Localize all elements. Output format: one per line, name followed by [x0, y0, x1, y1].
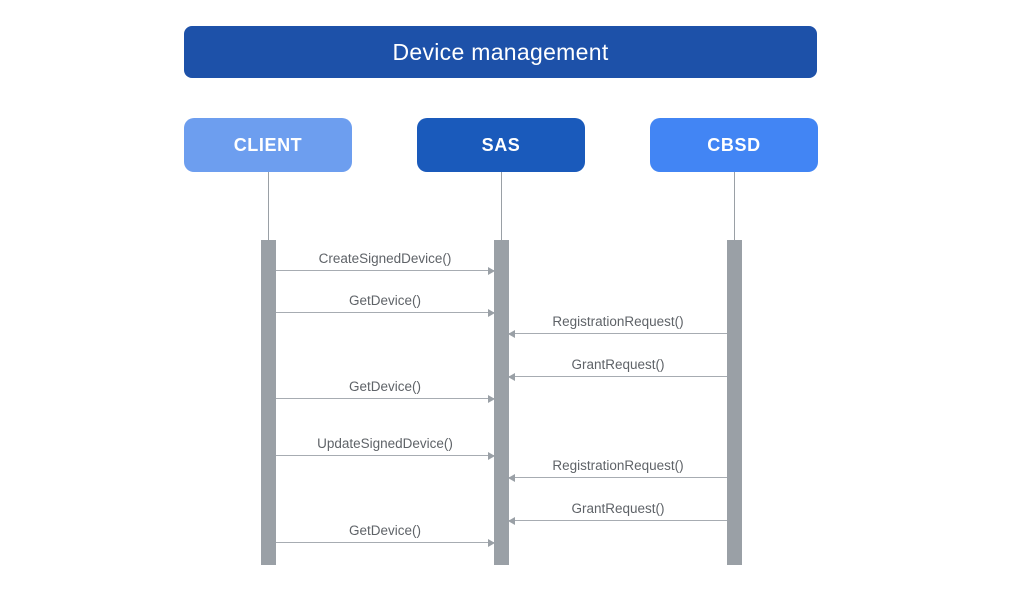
arrowhead-icon [508, 330, 515, 338]
message-arrow [276, 539, 495, 547]
message-get-device-1: GetDevice() [276, 293, 495, 317]
message-arrow [276, 309, 495, 317]
message-get-device-3: GetDevice() [276, 523, 495, 547]
message-arrow [508, 330, 727, 338]
message-label: GrantRequest() [571, 501, 665, 516]
message-registration-request-1: RegistrationRequest() [508, 314, 727, 338]
actor-sas: SAS [417, 118, 585, 172]
actor-sas-label: SAS [481, 134, 521, 155]
arrowhead-icon [488, 395, 495, 403]
message-arrow [276, 395, 495, 403]
message-label: GrantRequest() [571, 357, 665, 372]
message-arrow [508, 474, 727, 482]
activation-bar-client [261, 240, 276, 565]
message-get-device-2: GetDevice() [276, 379, 495, 403]
message-label: GetDevice() [348, 379, 421, 394]
message-label: RegistrationRequest() [552, 458, 684, 473]
diagram-title-bar: Device management [184, 26, 817, 78]
actor-cbsd-label: CBSD [707, 134, 761, 155]
message-update-signed-device: UpdateSignedDevice() [276, 436, 495, 460]
message-arrow [276, 452, 495, 460]
diagram-title: Device management [392, 38, 609, 65]
message-label: RegistrationRequest() [552, 314, 684, 329]
message-label: GetDevice() [348, 523, 421, 538]
arrowhead-icon [488, 452, 495, 460]
lifeline-client [268, 172, 269, 240]
message-registration-request-2: RegistrationRequest() [508, 458, 727, 482]
message-arrow [276, 267, 495, 275]
message-label: CreateSignedDevice() [318, 251, 452, 266]
arrowhead-icon [488, 309, 495, 317]
message-grant-request-2: GrantRequest() [508, 501, 727, 525]
actor-client: CLIENT [184, 118, 352, 172]
message-label: UpdateSignedDevice() [317, 436, 453, 451]
message-arrow [508, 517, 727, 525]
lifeline-cbsd [734, 172, 735, 240]
message-grant-request-1: GrantRequest() [508, 357, 727, 381]
actor-client-label: CLIENT [233, 134, 303, 155]
message-create-signed-device: CreateSignedDevice() [276, 251, 495, 275]
arrowhead-icon [488, 539, 495, 547]
lifeline-sas [501, 172, 502, 240]
arrowhead-icon [508, 517, 515, 525]
message-arrow [508, 373, 727, 381]
arrowhead-icon [508, 474, 515, 482]
arrowhead-icon [488, 267, 495, 275]
actor-cbsd: CBSD [650, 118, 818, 172]
activation-bar-sas [494, 240, 509, 565]
message-label: GetDevice() [348, 293, 421, 308]
activation-bar-cbsd [727, 240, 742, 565]
arrowhead-icon [508, 373, 515, 381]
